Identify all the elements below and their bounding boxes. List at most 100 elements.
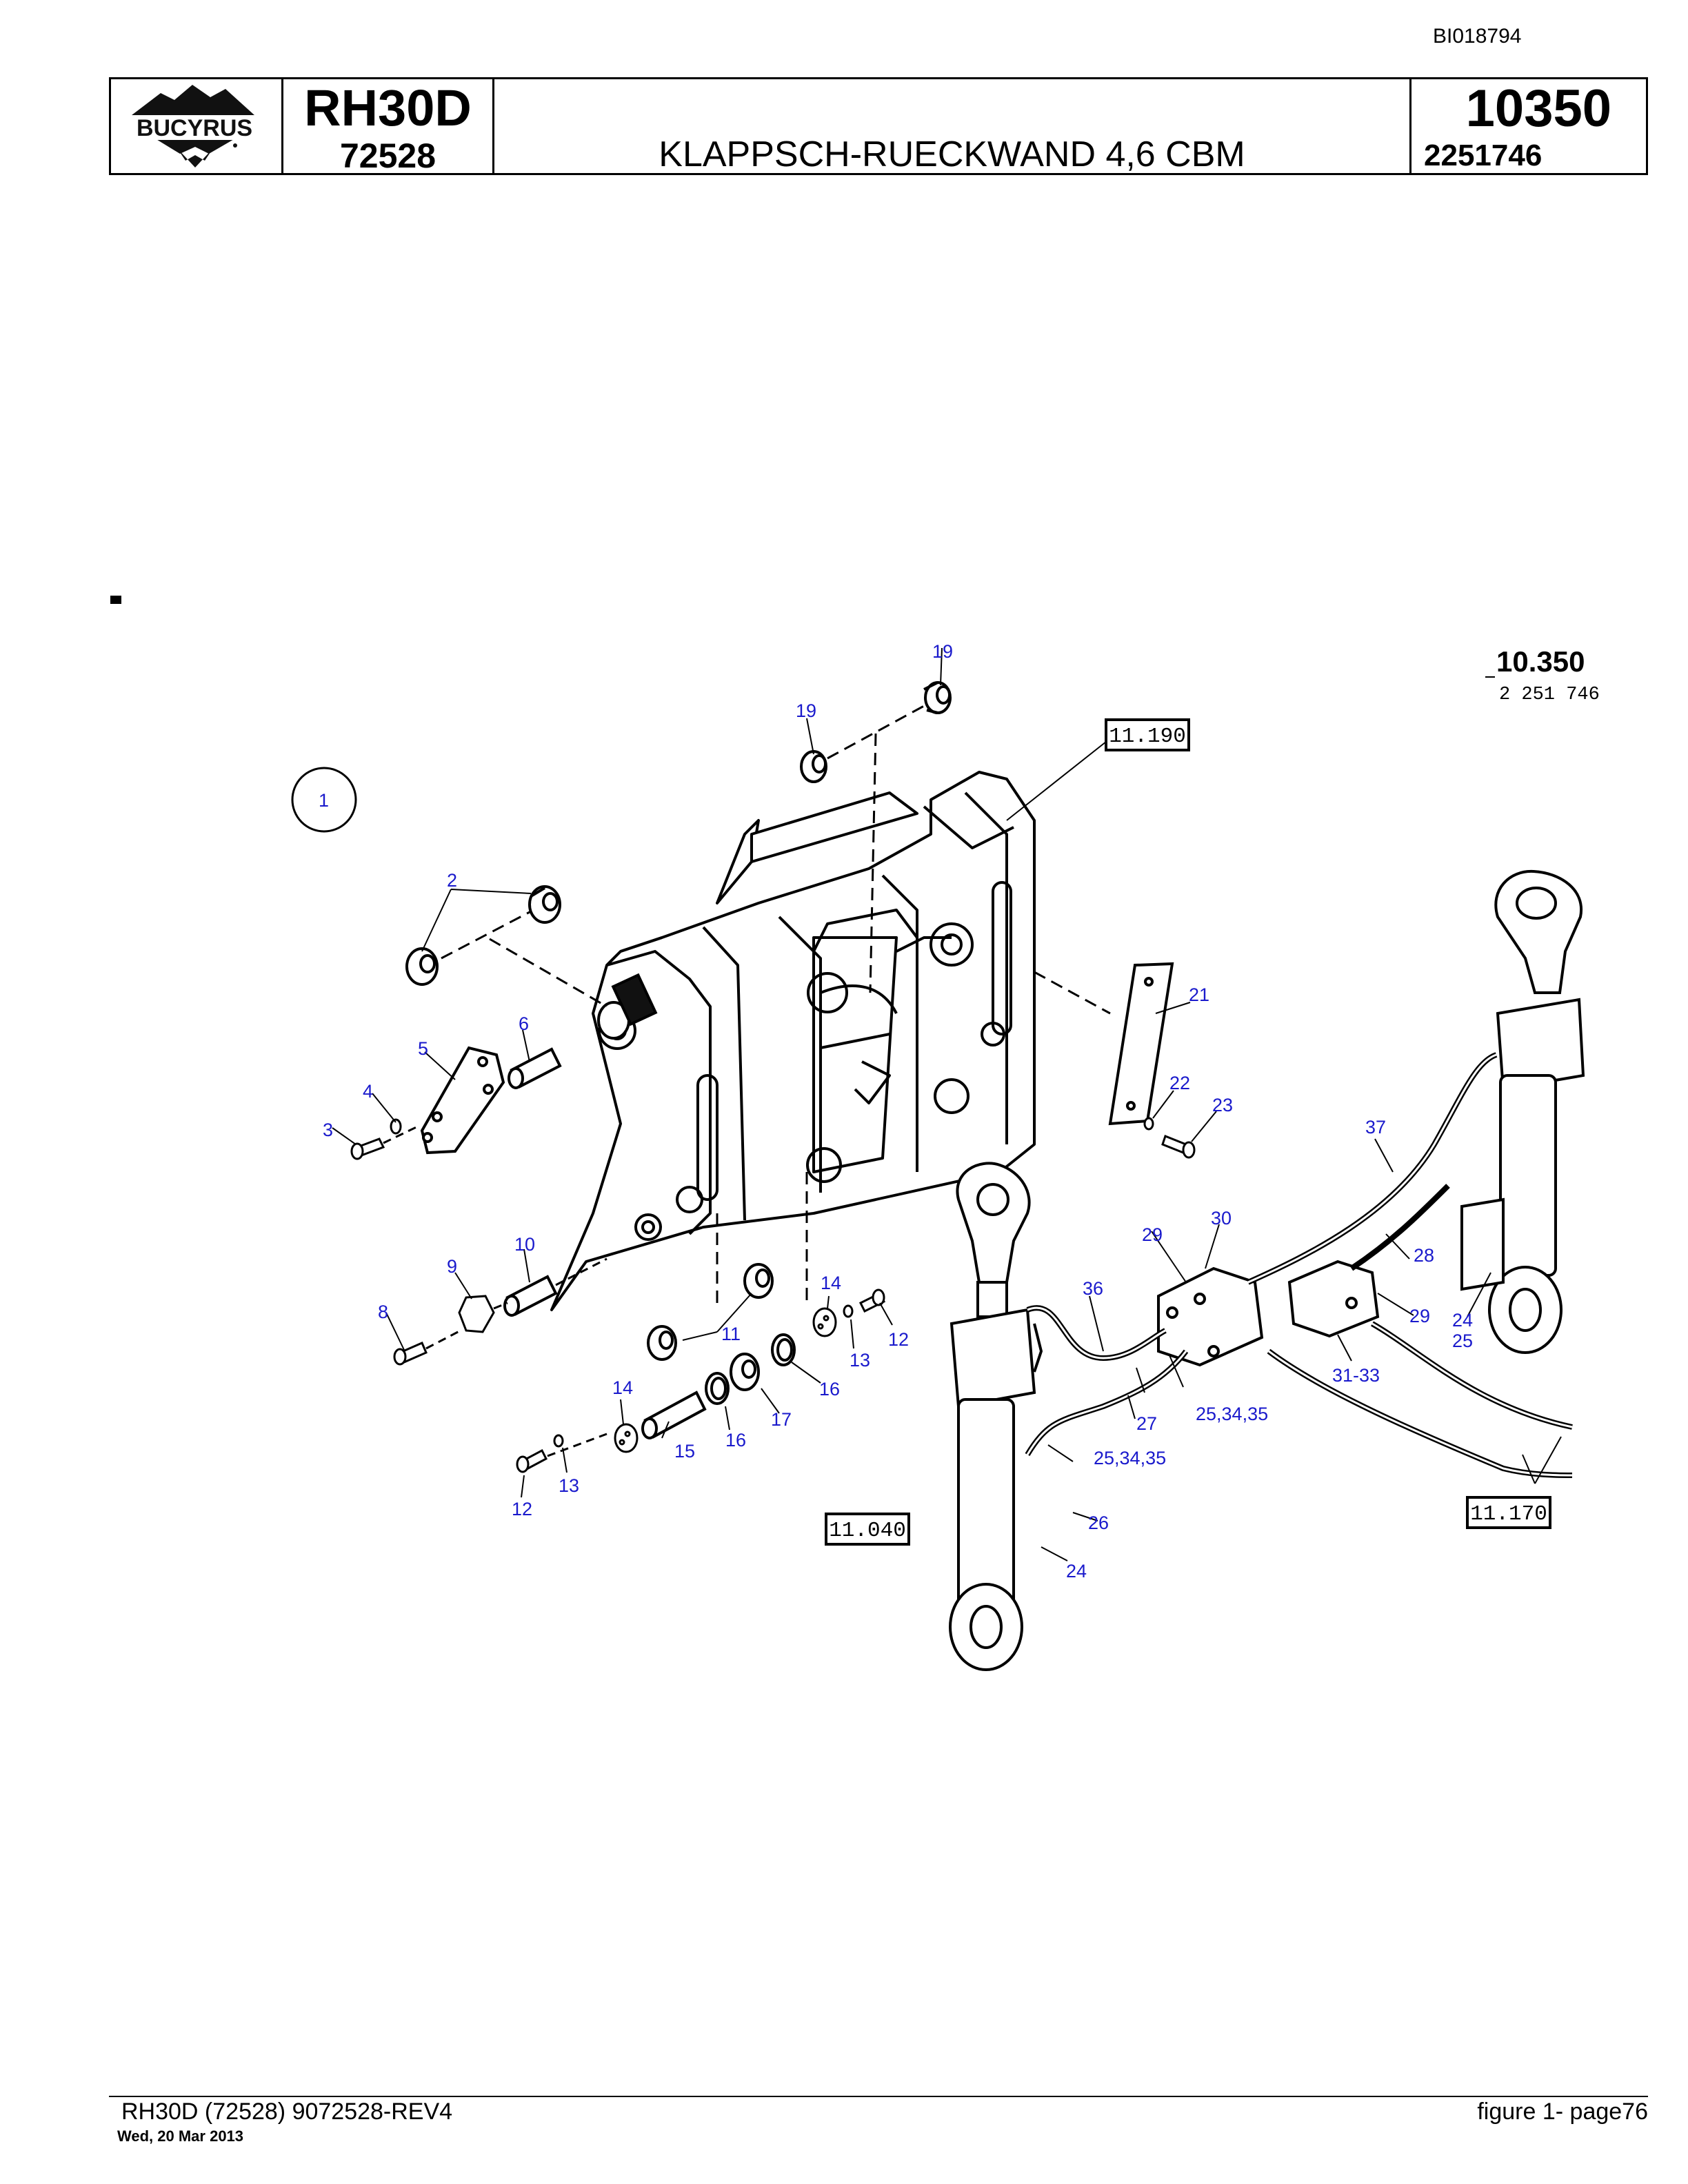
drawing-stamp: 10.350 [1496, 645, 1585, 678]
svg-text:12: 12 [888, 1329, 909, 1350]
plate-14-lower [614, 1423, 639, 1453]
svg-text:25,34,35: 25,34,35 [1094, 1448, 1166, 1468]
svg-text:31-33: 31-33 [1332, 1365, 1380, 1386]
bushing-insert [597, 973, 658, 1040]
ring-16-upper [771, 1333, 796, 1366]
bucyrus-logo: BUCYRUS [121, 85, 268, 168]
part-number: 2251746 [1424, 139, 1543, 172]
logo-cell: BUCYRUS [111, 79, 283, 173]
hydraulic-cylinder-left [949, 1162, 1043, 1671]
reference-box-11190: 11.190 [1105, 718, 1190, 751]
bushing-11-lower [647, 1325, 677, 1361]
screw-12-upper [858, 1288, 886, 1313]
svg-text:13: 13 [850, 1350, 870, 1371]
svg-text:37: 37 [1365, 1117, 1386, 1138]
logo-text: BUCYRUS [137, 115, 252, 141]
svg-text:19: 19 [932, 641, 953, 662]
svg-text:27: 27 [1136, 1413, 1157, 1434]
document-id: BI018794 [1433, 25, 1522, 48]
model-serial: 72528 [339, 136, 436, 175]
screw-3 [350, 1138, 385, 1160]
screw-8 [393, 1342, 428, 1366]
cover-plate-5 [420, 1046, 505, 1155]
svg-text:12: 12 [512, 1499, 532, 1519]
svg-text:14: 14 [612, 1377, 633, 1398]
svg-text:10: 10 [514, 1234, 535, 1255]
leader-lines [332, 647, 1562, 1561]
svg-text:8: 8 [378, 1302, 388, 1322]
svg-text:16: 16 [725, 1430, 746, 1450]
svg-text:9: 9 [447, 1256, 457, 1277]
pin-6 [508, 1047, 562, 1089]
washer-4 [390, 1118, 402, 1135]
svg-text:21: 21 [1189, 984, 1209, 1005]
screw-12-lower [516, 1448, 547, 1473]
pin-15 [641, 1391, 707, 1439]
title-cell: KLAPPSCH-RUECKWAND 4,6 CBM [494, 79, 1411, 174]
screw-23 [1161, 1135, 1196, 1159]
svg-text:3: 3 [323, 1120, 333, 1140]
svg-text:11.040: 11.040 [829, 1519, 906, 1543]
washer-22 [1143, 1117, 1154, 1131]
svg-text:11: 11 [721, 1324, 741, 1344]
ring-16-lower [705, 1372, 730, 1405]
pin-10 [503, 1275, 558, 1317]
figure-number: 10350 [1465, 79, 1611, 138]
svg-text:29: 29 [1142, 1224, 1163, 1245]
svg-text:11.170: 11.170 [1470, 1502, 1547, 1526]
svg-text:29: 29 [1409, 1306, 1430, 1326]
svg-text:13: 13 [559, 1475, 579, 1496]
title-block: BUCYRUS RH30D 72528 KLAPPSCH-RUECKWAND 4… [109, 77, 1648, 175]
callout-numbers: 1 2 3 4 5 6 8 9 10 11 12 12 13 13 14 14 … [319, 641, 1473, 1581]
margin-mark [110, 596, 121, 604]
svg-text:4: 4 [363, 1081, 373, 1102]
bushing-2-lower [405, 947, 439, 986]
footer-date: Wed, 20 Mar 2013 [117, 2127, 244, 2145]
svg-text:24: 24 [1066, 1561, 1087, 1581]
footer-page: figure 1- page76 [1477, 2099, 1648, 2125]
svg-text:16: 16 [819, 1379, 840, 1399]
washer-13-upper [843, 1304, 854, 1318]
svg-text:14: 14 [821, 1273, 841, 1293]
svg-text:15: 15 [674, 1441, 695, 1462]
plate-14-upper [812, 1307, 837, 1337]
item-1-circle [291, 767, 357, 833]
bushing-2-upper [528, 885, 561, 924]
model-cell: RH30D 72528 [283, 79, 494, 175]
reference-box-11170: 11.170 [1466, 1496, 1551, 1529]
page-title: KLAPPSCH-RUECKWAND 4,6 CBM [659, 134, 1245, 174]
svg-text:24: 24 [1452, 1310, 1473, 1331]
svg-text:1: 1 [319, 790, 329, 811]
svg-text:25,34,35: 25,34,35 [1196, 1404, 1268, 1424]
bushing-17 [730, 1353, 760, 1391]
svg-text:11.190: 11.190 [1109, 725, 1186, 749]
svg-text:6: 6 [519, 1013, 529, 1034]
hydraulic-cylinder-right [1460, 869, 1585, 1354]
bushing-19-left [800, 750, 827, 783]
svg-text:5: 5 [418, 1038, 428, 1059]
footer-document-ref: RH30D (72528) 9072528-REV4 [121, 2099, 453, 2125]
svg-text:2: 2 [447, 870, 457, 891]
svg-text:23: 23 [1212, 1095, 1233, 1115]
svg-text:25: 25 [1452, 1331, 1473, 1351]
svg-text:22: 22 [1169, 1073, 1190, 1093]
washer-13-lower [553, 1434, 564, 1448]
drawing-stamp-sub: 2 251 746 [1499, 685, 1600, 705]
model-name: RH30D [304, 79, 472, 136]
svg-text:26: 26 [1088, 1513, 1109, 1533]
svg-text:17: 17 [771, 1409, 792, 1430]
shim-plate-21 [1108, 962, 1174, 1126]
lock-plate-9 [458, 1295, 495, 1333]
valve-block-31-33 [1287, 1260, 1380, 1338]
valve-block-30 [1157, 1266, 1264, 1367]
rear-wall-casting [550, 771, 1036, 1311]
bushing-11-upper [743, 1263, 774, 1299]
footer-rule [109, 2096, 1648, 2097]
bushing-19-top [923, 681, 952, 714]
svg-text:30: 30 [1211, 1208, 1232, 1228]
figure-cell: 10350 2251746 [1411, 79, 1646, 173]
svg-text:19: 19 [796, 700, 816, 721]
reference-box-11040: 11.040 [825, 1513, 910, 1546]
svg-text:28: 28 [1414, 1245, 1434, 1266]
